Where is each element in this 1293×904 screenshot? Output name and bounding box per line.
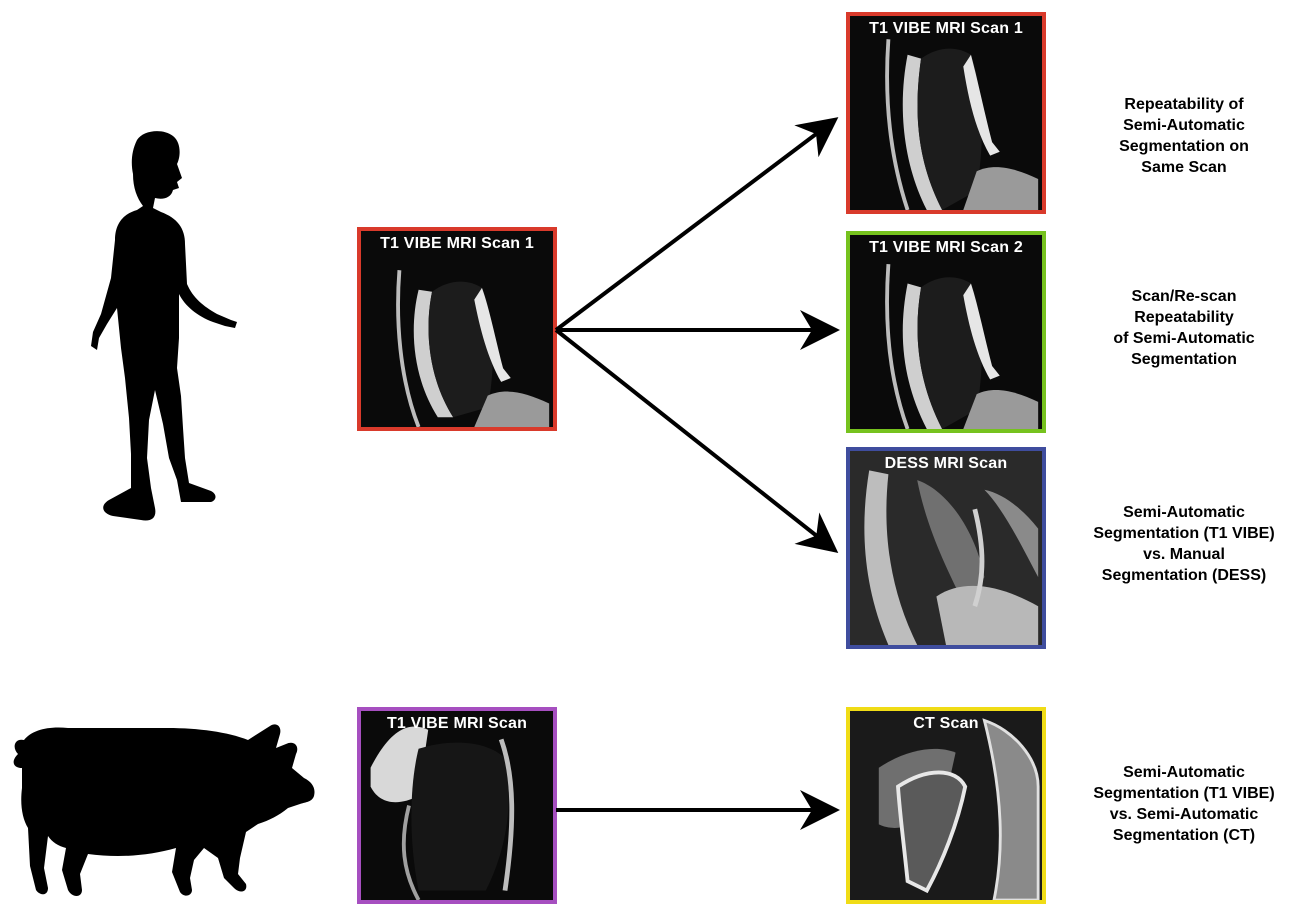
- arrow-to-scan1: [556, 122, 832, 330]
- outcome-rescan: Scan/Re-scan Repeatability of Semi-Autom…: [1064, 286, 1293, 370]
- outcome-ct: Semi-Automatic Segmentation (T1 VIBE) vs…: [1064, 762, 1293, 846]
- arrow-to-dess: [556, 330, 832, 548]
- outcome-dess: Semi-Automatic Segmentation (T1 VIBE) vs…: [1064, 502, 1293, 586]
- outcome-same-scan: Repeatability of Semi-Automatic Segmenta…: [1064, 94, 1293, 178]
